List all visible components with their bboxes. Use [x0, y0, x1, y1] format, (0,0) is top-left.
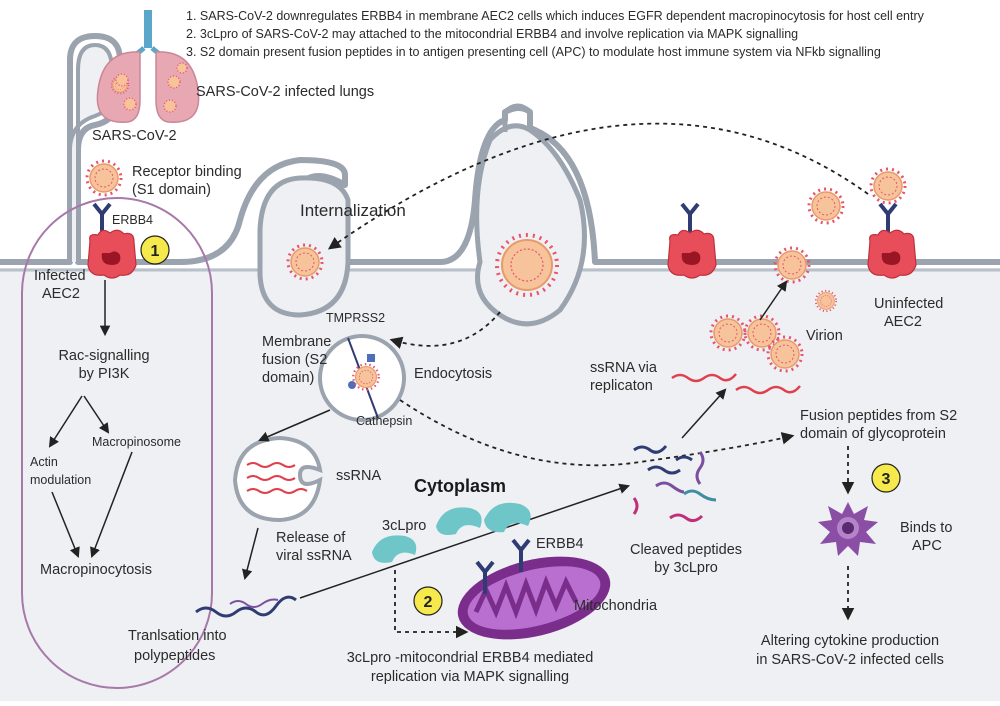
dashed-reentry-arrow — [327, 122, 869, 250]
arrow-replication-to-virion — [759, 280, 788, 321]
replicated-ssrna — [671, 373, 737, 383]
label-binds-2: APC — [912, 538, 942, 554]
label-ssrna-replication-2: replicaton — [590, 378, 653, 394]
label-release-1: Release of — [276, 530, 346, 546]
infected-cell-frame — [21, 197, 213, 689]
protease-3clpro-3 — [484, 502, 531, 533]
infected-aec2-cell — [87, 229, 137, 279]
label-internalization: Internalization — [300, 201, 406, 220]
label-cathepsin: Cathepsin — [356, 414, 412, 428]
endocytosis-arrow — [389, 311, 501, 349]
note-3: 3. S2 domain present fusion peptides in … — [186, 45, 881, 59]
polypeptide-strand — [195, 595, 297, 618]
arrow-fusion-to-ssrna — [258, 409, 331, 442]
ssrna-vesicle — [232, 435, 323, 523]
label-mitochondria: Mitochondria — [574, 598, 658, 614]
virion-top-2 — [807, 187, 845, 225]
fusion-vesicle — [318, 334, 406, 422]
label-ssrna: ssRNA — [336, 468, 381, 484]
label-uninfected-2: AEC2 — [884, 314, 922, 330]
arrow-macropinosome-to-macropinocytosis — [90, 451, 133, 558]
label-translation-1: Tranlsation into — [128, 628, 227, 644]
apc-cell-icon — [818, 502, 878, 556]
label-endocytosis: Endocytosis — [414, 366, 492, 382]
arrow-to-cleaved — [299, 483, 630, 599]
label-cleaved-2: by 3cLpro — [654, 560, 718, 576]
label-fusion-peptides-1: Fusion peptides from S2 — [800, 408, 957, 424]
label-tmprss2: TMPRSS2 — [326, 311, 385, 325]
aec2-cell-right-1 — [667, 229, 717, 279]
label-altering-2: in SARS-CoV-2 infected cells — [756, 652, 944, 668]
label-virion: Virion — [806, 328, 843, 344]
lungs-icon — [96, 10, 200, 123]
label-infected-lungs: SARS-CoV-2 infected lungs — [196, 84, 374, 100]
label-receptor-binding-2: (S1 domain) — [132, 182, 211, 198]
label-binds-1: Binds to — [900, 520, 952, 536]
label-infected-1: Infected — [34, 268, 86, 284]
label-membrane-fusion-1: Membrane — [262, 334, 331, 350]
label-fusion-peptides-2: domain of glycoprotein — [800, 426, 946, 442]
svg-text:2: 2 — [424, 594, 433, 611]
cytoplasm-area — [0, 268, 1000, 701]
label-actin-2: modulation — [30, 473, 91, 487]
internalization-cup — [257, 175, 351, 318]
arrow-rac-to-actin — [48, 395, 83, 448]
protease-3clpro-2 — [436, 507, 482, 535]
virus-receptor-binding — [85, 159, 123, 197]
badge-3: 3 — [871, 463, 901, 493]
label-translation-2: polypeptides — [134, 648, 215, 664]
badge-1: 1 — [140, 235, 170, 265]
arrow-ssrna-to-translation — [242, 527, 259, 581]
mitochondria-icon — [457, 538, 611, 640]
label-membrane-fusion-3: domain) — [262, 370, 314, 386]
svg-text:3: 3 — [882, 471, 891, 488]
label-cytoplasm: Cytoplasm — [414, 476, 506, 496]
arrow-actin-to-macropinocytosis — [51, 491, 80, 558]
svg-text:1: 1 — [151, 243, 160, 260]
cleaved-peptides — [632, 445, 717, 523]
label-release-2: viral ssRNA — [276, 548, 352, 564]
endosome-vesicle — [474, 103, 587, 327]
protease-3clpro-1 — [372, 535, 417, 563]
label-cleaved-1: Cleaved peptides — [630, 542, 742, 558]
label-3clpro: 3cLpro — [382, 518, 426, 534]
label-sars-cov-2: SARS-CoV-2 — [92, 128, 177, 144]
label-ssrna-replication-1: ssRNA via — [590, 360, 658, 376]
label-macropinocytosis: Macropinocytosis — [40, 562, 152, 578]
label-erbb4-mito: ERBB4 — [536, 536, 584, 552]
label-mito-replication-2: replication via MAPK signalling — [371, 669, 569, 685]
uninfected-aec2-cell — [867, 229, 917, 279]
arrow-rac-to-macropinosome — [83, 395, 110, 434]
label-altering-1: Altering cytokine production — [761, 633, 939, 649]
dashed-fusion-peptide-arrow — [399, 399, 795, 467]
label-uninfected-1: Uninfected — [874, 296, 943, 312]
label-rac-2: by PI3K — [79, 366, 130, 382]
label-receptor-binding-1: Receptor binding — [132, 164, 242, 180]
label-mito-replication-1: 3cLpro -mitocondrial ERBB4 mediated — [347, 650, 594, 666]
label-infected-2: AEC2 — [42, 286, 80, 302]
label-rac-1: Rac-signalling — [58, 348, 149, 364]
arrow-to-replication — [681, 388, 727, 439]
badge-2: 2 — [413, 586, 443, 616]
note-2: 2. 3cLpro of SARS-CoV-2 may attached to … — [186, 27, 798, 41]
label-erbb4-top: ERBB4 — [112, 213, 153, 227]
note-1: 1. SARS-CoV-2 downregulates ERBB4 in mem… — [186, 9, 925, 23]
label-macropinosome: Macropinosome — [92, 435, 181, 449]
label-actin-1: Actin — [30, 455, 58, 469]
virion-top-1 — [869, 167, 907, 205]
label-membrane-fusion-2: fusion (S2 — [262, 352, 327, 368]
